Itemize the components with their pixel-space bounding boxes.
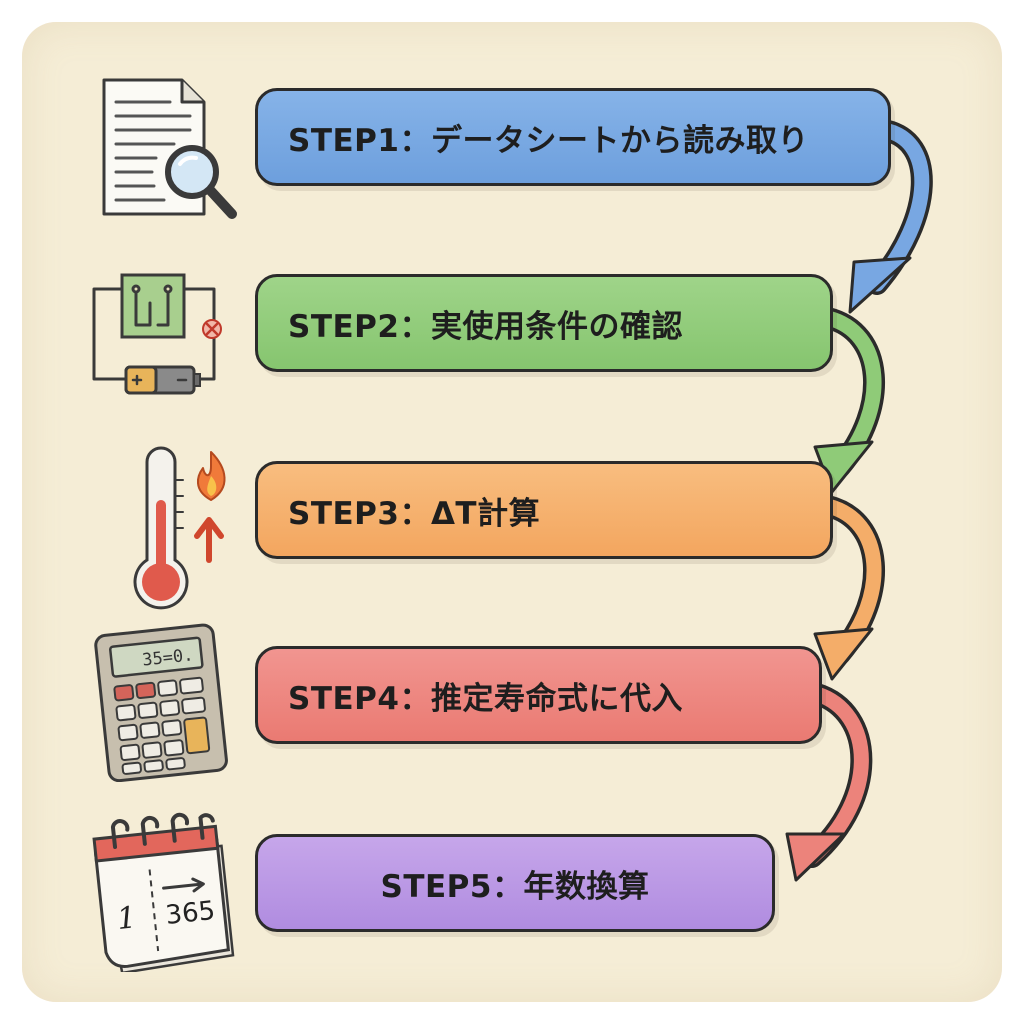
calendar-from-number: 1 [115, 900, 138, 937]
step-3-label: STEP3：ΔT計算 [288, 495, 541, 532]
step-1-box[interactable]: STEP1：データシートから読み取り [255, 88, 891, 186]
thermometer-flame-icon [133, 446, 226, 610]
step-2-label: STEP2：実使用条件の確認 [288, 308, 683, 345]
flow-canvas: STEP1：データシートから読み取り STEP2：実使用条件の確認 STEP3：… [22, 22, 1002, 1002]
step-5-label: STEP5：年数換算 [380, 868, 650, 905]
arrow-step4-to-step5 [785, 683, 873, 882]
step-5-box[interactable]: STEP5：年数換算 [255, 834, 775, 932]
step-1-label: STEP1：データシートから読み取り [288, 122, 809, 159]
calendar-to-number: 365 [164, 896, 217, 931]
step-4-box[interactable]: STEP4：推定寿命式に代入 [255, 646, 822, 744]
arrow-step1-to-step2 [848, 119, 933, 314]
step-3-box[interactable]: STEP3：ΔT計算 [255, 461, 833, 559]
step-4-label: STEP4：推定寿命式に代入 [288, 680, 683, 717]
document-magnifier-icon [102, 78, 237, 219]
calculator-icon: 35=0. [94, 623, 228, 782]
flow-arrows [785, 119, 933, 882]
circuit-battery-icon [92, 273, 222, 395]
arrow-step3-to-step4 [813, 495, 886, 681]
calendar-icon: 1 365 [92, 812, 235, 972]
step-2-box[interactable]: STEP2：実使用条件の確認 [255, 274, 833, 372]
